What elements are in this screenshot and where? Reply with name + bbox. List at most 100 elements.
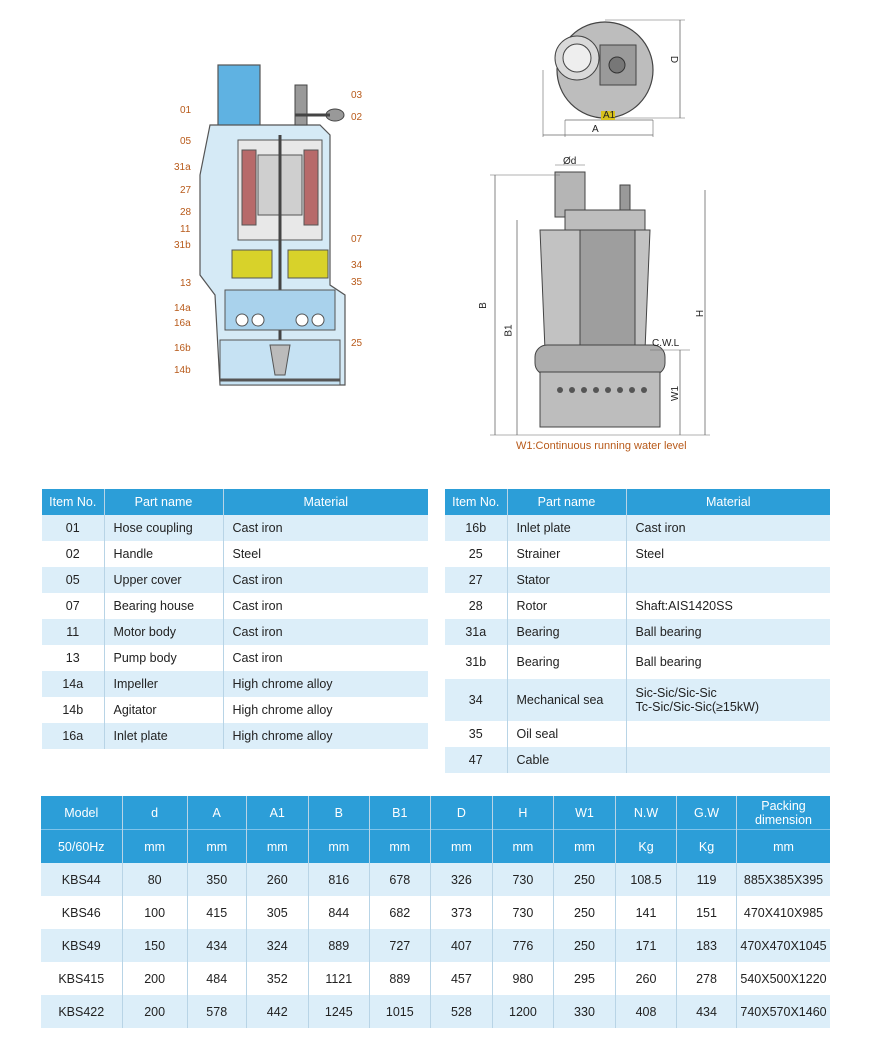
- col-item-no: Item No.: [445, 489, 508, 515]
- callout-25: 25: [351, 338, 363, 349]
- pump-cross-section-diagram: [199, 64, 346, 386]
- part-name: Impeller: [104, 671, 224, 697]
- material: Ball bearing: [626, 619, 830, 645]
- item-no: 11: [42, 619, 105, 645]
- part-name: Inlet plate: [507, 515, 627, 541]
- dim-label-a1: A1: [603, 110, 616, 121]
- cell: 740X570X1460: [736, 995, 830, 1028]
- item-no: 35: [445, 721, 508, 747]
- cell: 407: [430, 929, 493, 962]
- cell: 730: [492, 896, 554, 929]
- col-part-name: Part name: [104, 489, 224, 515]
- item-no: 14b: [42, 697, 105, 723]
- cell: 727: [369, 929, 431, 962]
- cell: 350: [187, 863, 247, 896]
- material: Cast iron: [223, 567, 428, 593]
- col-packing: Packing dimension: [736, 796, 830, 830]
- part-name: Motor body: [104, 619, 224, 645]
- dim-label-b: B: [477, 302, 489, 309]
- dim-label-d: Ød: [563, 156, 577, 167]
- material: High chrome alloy: [223, 671, 428, 697]
- cell: 682: [369, 896, 431, 929]
- material: Cast iron: [223, 515, 428, 541]
- cell: 408: [615, 995, 678, 1028]
- material: Steel: [635, 547, 665, 561]
- cell: 678: [369, 863, 431, 896]
- dim-label-w1: W1: [670, 386, 681, 401]
- unit-cell: mm: [187, 829, 247, 863]
- unit-cell: mm: [122, 829, 188, 863]
- dim-label-a: A: [592, 124, 599, 135]
- callout-05: 05: [180, 136, 192, 147]
- item-no: 16a: [42, 723, 105, 749]
- cell: 108.5: [615, 863, 678, 896]
- cell: 457: [430, 962, 493, 995]
- col-w1: W1: [553, 796, 617, 830]
- dim-label-cwl: C.W.L: [652, 338, 680, 349]
- item-no: 34: [445, 679, 508, 721]
- callout-11: 11: [180, 224, 191, 235]
- cell: 330: [553, 995, 617, 1028]
- unit-cell: mm: [369, 829, 431, 863]
- part-name: Oil seal: [507, 721, 627, 747]
- dim-label-b1: B1: [503, 324, 515, 337]
- cell: 141: [615, 896, 678, 929]
- dim-label-h: H: [695, 309, 707, 318]
- item-no: 13: [42, 645, 105, 671]
- callout-13: 13: [180, 278, 192, 289]
- part-name: Agitator: [104, 697, 224, 723]
- unit-cell: Kg: [676, 829, 738, 863]
- item-no: 05: [42, 567, 105, 593]
- cell: 200: [122, 995, 188, 1028]
- cell: 151: [676, 896, 738, 929]
- callout-14b: 14b: [174, 365, 191, 376]
- item-no: 28: [445, 593, 508, 619]
- col-nw: N.W: [615, 796, 678, 830]
- col-material: Material: [626, 489, 830, 515]
- cell: 470X410X985: [743, 905, 824, 920]
- cell: 889: [369, 962, 431, 995]
- cell: 260: [246, 863, 309, 896]
- cell: 260: [615, 962, 678, 995]
- unit-cell: mm: [736, 829, 830, 863]
- material: [626, 721, 830, 747]
- col-item-no: Item No.: [42, 489, 105, 515]
- callout-14a: 14a: [174, 303, 191, 314]
- col-a1: A1: [246, 796, 309, 830]
- item-no: 16b: [445, 515, 508, 541]
- part-name: Handle: [104, 541, 224, 567]
- col-part-name: Part name: [507, 489, 627, 515]
- callout-34: 34: [351, 260, 363, 271]
- cell: 980: [492, 962, 554, 995]
- cell: 100: [122, 896, 188, 929]
- part-name: Mechanical sea: [507, 679, 627, 721]
- unit-cell: mm: [246, 829, 309, 863]
- item-no: 02: [42, 541, 105, 567]
- part-name: Stator: [507, 567, 627, 593]
- cell: 730: [492, 863, 554, 896]
- cell: 250: [553, 929, 617, 962]
- cell: 183: [676, 929, 738, 962]
- cell: 816: [308, 863, 370, 896]
- material: High chrome alloy: [223, 723, 428, 749]
- callout-07: 07: [351, 234, 363, 245]
- cell: 1121: [308, 962, 370, 995]
- item-no: 01: [42, 515, 105, 541]
- cell: KBS46: [41, 896, 123, 929]
- material: Shaft:AIS1420SS: [635, 599, 733, 613]
